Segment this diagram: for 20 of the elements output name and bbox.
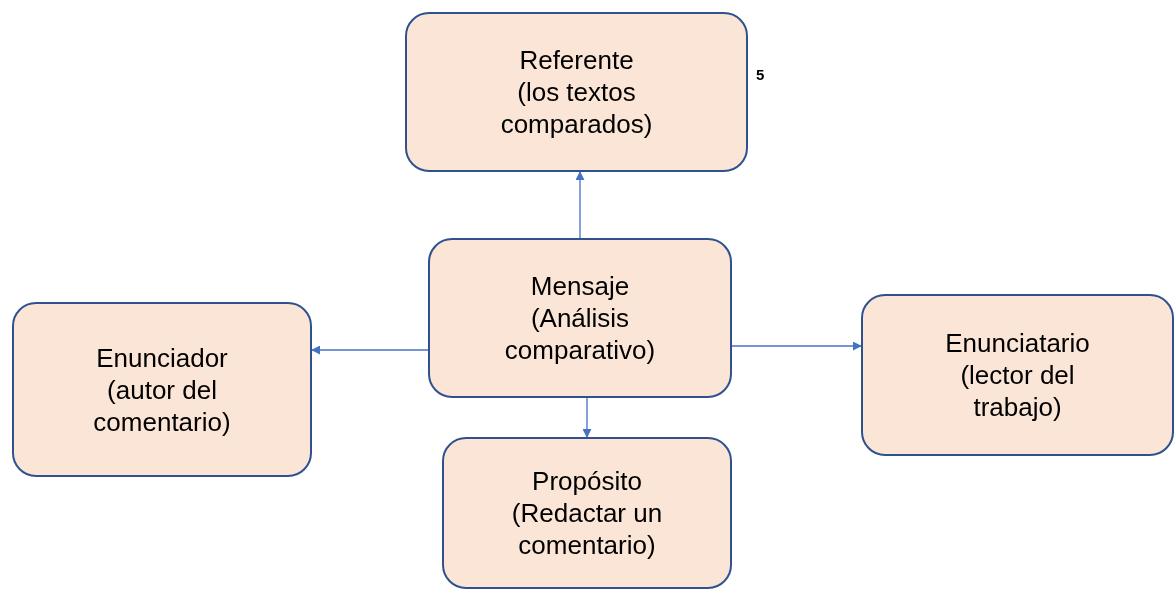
rounded-box [442, 437, 732, 589]
box-subtitle: (autor del comentario) [92, 373, 232, 438]
box-title: Enunciador [96, 341, 228, 374]
box-title: Propósito [532, 465, 642, 497]
box-title: Enunciatario [945, 327, 1090, 359]
arrow [731, 341, 862, 351]
arrow [311, 345, 429, 355]
box-subtitle: (lector del trabajo) [959, 359, 1076, 423]
footnote-number: 5 [756, 65, 765, 85]
box-subtitle: (Análisis comparativo) [503, 302, 657, 366]
box-subtitle: (Redactar un comentario) [510, 497, 664, 561]
arrow [582, 397, 592, 438]
rounded-box [12, 302, 312, 477]
arrow [575, 171, 585, 239]
rounded-box [861, 294, 1174, 456]
box-subtitle: (los textos comparados) [499, 76, 654, 140]
box-title: Referente [519, 44, 634, 76]
rounded-box [405, 12, 748, 172]
rounded-box [428, 238, 732, 398]
box-title: Mensaje [530, 270, 630, 302]
